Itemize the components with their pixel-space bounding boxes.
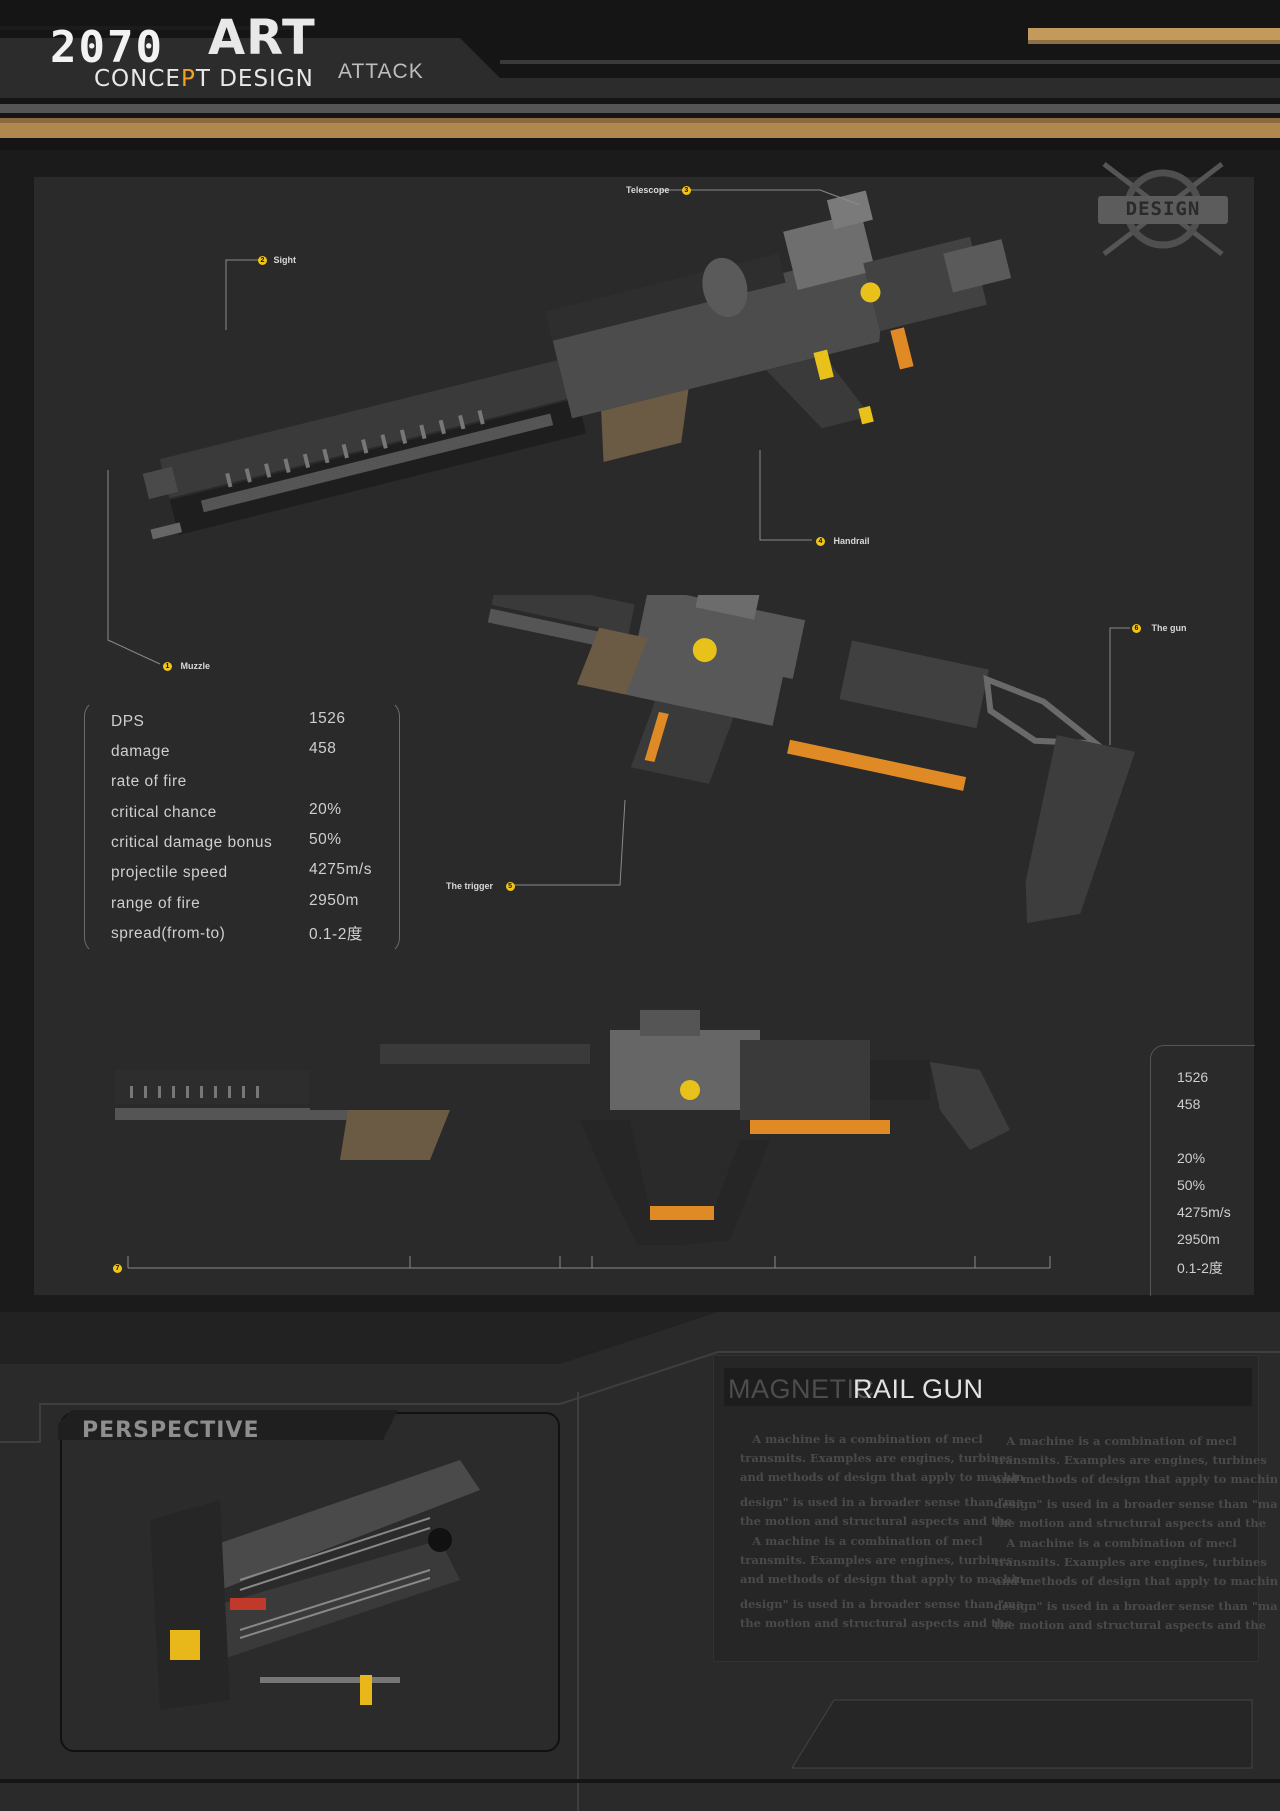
info-title-main: RAIL GUN [853, 1374, 984, 1404]
description-line: A machine is a combination of mecl [1006, 1536, 1237, 1550]
callout-muzzle-label: Muzzle [180, 661, 211, 671]
logo-subtitle-b: P [180, 66, 196, 92]
description-line: design" is used in a broader sense than … [740, 1495, 1024, 1509]
stat-value: 50% [1177, 1177, 1206, 1193]
description-line: the motion and structural aspects and th… [740, 1514, 1013, 1528]
callout-muzzle-number: 1 [163, 662, 172, 672]
callout-trigger-label: The trigger [446, 881, 494, 891]
description-line: design" is used in a broader sense than … [994, 1599, 1278, 1613]
logo-subtitle-a: CONCE [94, 66, 181, 92]
description-column-right: A machine is a combination of mecl trans… [994, 1432, 1279, 1635]
stat-label: projectile speed [111, 864, 228, 881]
info-title-prefix: MAGNETIC [728, 1374, 875, 1404]
description-line: A machine is a combination of mecl [752, 1534, 983, 1548]
stat-value: 0.1-2度 [309, 926, 363, 943]
design-badge-text: DESIGN [1125, 198, 1201, 220]
description-line: the motion and structural aspects and th… [994, 1618, 1267, 1632]
stat-value: 2950m [1177, 1231, 1220, 1247]
stat-value: 1526 [1177, 1069, 1209, 1085]
info-title-bar [724, 1368, 1252, 1406]
stat-label: rate of fire [111, 773, 187, 790]
callout-telescope-number: 3 [681, 186, 691, 196]
stat-label: DPS [111, 713, 145, 730]
stat-value: 20% [309, 801, 342, 818]
perspective-label: PERSPECTIVE [82, 1418, 260, 1443]
stat-value: 1526 [309, 710, 346, 727]
rail-gun-side-view [115, 1010, 1010, 1245]
callout-telescope-label: Telescope [626, 185, 670, 195]
description-line: transmits. Examples are engines, turbine… [994, 1555, 1267, 1569]
description-line: A machine is a combination of mecl [1006, 1434, 1237, 1448]
callout-trigger: The trigger 5 [446, 881, 515, 892]
callout-handrail-label: Handrail [833, 536, 870, 546]
stat-value: 458 [1177, 1096, 1201, 1112]
description-line: A machine is a combination of mecl [752, 1432, 983, 1446]
rail-gun-angled-view [142, 190, 1012, 540]
description-line: and methods of design that apply to mach… [740, 1470, 1025, 1484]
rail-gun-rear-view [487, 595, 1136, 924]
logo-number: 2070 [50, 22, 164, 73]
description-column-left: A machine is a combination of mecl trans… [740, 1430, 1025, 1633]
stat-value: 4275m/s [1177, 1204, 1231, 1220]
description-line: transmits. Examples are engines, turbine… [740, 1451, 1013, 1465]
logo-art: ART [208, 10, 316, 66]
description-line: and methods of design that apply to mach… [994, 1472, 1279, 1486]
callout-sight: 2 Sight [258, 255, 297, 266]
rail-gun-front-perspective [150, 1460, 480, 1710]
stat-label: range of fire [111, 895, 201, 912]
stats-panel: DPS 1526 damage 458 rate of fire critical … [84, 700, 400, 954]
description-line: the motion and structural aspects and th… [740, 1616, 1013, 1630]
stat-label: critical damage bonus [111, 834, 273, 851]
header: 2070 ART CONCEPT DESIGN ATTACK [0, 0, 1280, 150]
description-line: design" is used in a broader sense than … [740, 1597, 1024, 1611]
description-line: design" is used in a broader sense than … [994, 1497, 1278, 1511]
callout-handrail-number: 4 [816, 537, 825, 547]
callout-scale: 7 [113, 1263, 122, 1274]
design-badge: DESIGN [1098, 160, 1228, 258]
stat-value: 2950m [309, 892, 359, 909]
logo-subtitle-c: T DESIGN [195, 66, 314, 92]
perspective-tab [58, 1410, 398, 1440]
callout-trigger-number: 5 [505, 882, 515, 892]
stat-label: spread(from-to) [111, 925, 226, 942]
callout-sight-number: 2 [258, 256, 267, 266]
callout-the-gun-label: The gun [1151, 623, 1187, 633]
description-line: and methods of design that apply to mach… [740, 1572, 1025, 1586]
section-title: ATTACK [338, 60, 424, 83]
header-stripes [0, 26, 1280, 138]
description-line: transmits. Examples are engines, turbine… [740, 1553, 1013, 1567]
callout-the-gun: 6 The gun [1132, 623, 1187, 634]
callout-the-gun-number: 6 [1132, 624, 1141, 634]
stat-label: critical chance [111, 804, 217, 821]
stat-value: 458 [309, 740, 337, 757]
callout-scale-number: 7 [113, 1264, 122, 1274]
callout-handrail: 4 Handrail [816, 536, 870, 547]
callout-telescope: Telescope 3 [626, 185, 691, 196]
stat-value: 20% [1177, 1150, 1206, 1166]
description-line: the motion and structural aspects and th… [994, 1516, 1267, 1530]
stat-value: 0.1-2度 [1177, 1260, 1223, 1276]
callout-muzzle: 1 Muzzle [163, 661, 211, 672]
crossed-rifles-icon [1098, 162, 1228, 256]
stat-value: 50% [309, 831, 342, 848]
description-line: transmits. Examples are engines, turbine… [994, 1453, 1267, 1467]
logo-subtitle: CONCEPT DESIGN [94, 66, 314, 92]
stat-value: 4275m/s [309, 861, 372, 878]
stats-values-column: 1526 458 20% 50% 4275m/s 2950m 0.1-2度 [1150, 1045, 1255, 1296]
callout-sight-label: Sight [273, 255, 297, 265]
description-line: and methods of design that apply to mach… [994, 1574, 1279, 1588]
stat-label: damage [111, 743, 171, 760]
